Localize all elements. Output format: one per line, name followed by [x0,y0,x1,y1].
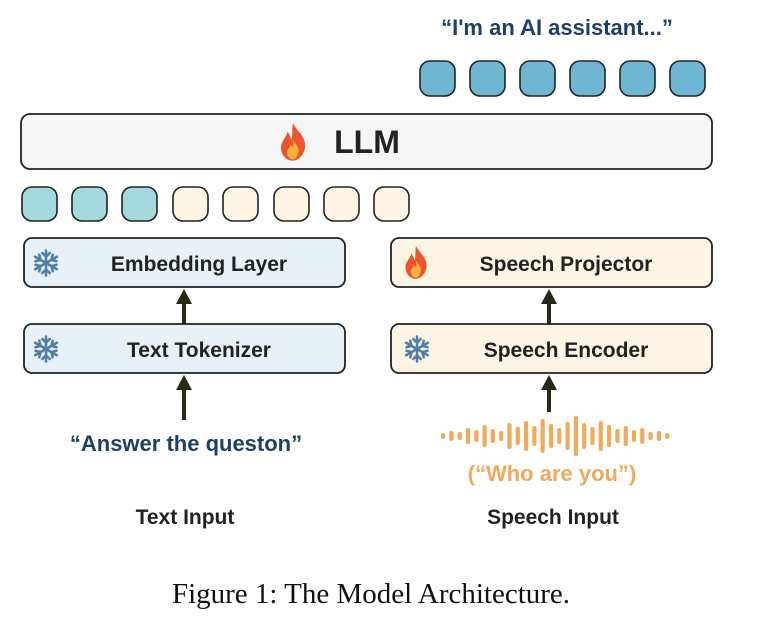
waveform-bar [490,429,495,443]
speech-token [373,186,410,222]
text-input-quote: “Answer the queston” [70,431,302,456]
waveform-bar [548,424,554,448]
speech-token [222,186,259,222]
speech-waveform-icon [441,416,670,456]
arrowhead [541,289,557,304]
arrowhead [541,375,557,390]
embedding-layer-label: Embedding Layer [111,253,287,276]
llm-block: LLM [20,113,713,170]
speech-token [273,186,310,222]
waveform-bar [465,428,471,444]
text-token [71,186,108,222]
speech-projector-label: Speech Projector [480,253,653,276]
text-branch: Embedding Layer Text Tokenizer “Answer t… [23,237,346,529]
speech-branch: Speech Projector Speech Encoder (“Who ar… [390,237,713,529]
waveform-bar [665,433,670,439]
figure-caption: Figure 1: The Model Architecture. [172,578,570,610]
waveform-bar [457,432,462,440]
embedding-layer-box [23,237,346,288]
text-tokenizer-box [23,323,346,374]
arrowhead [176,289,192,304]
input-tokens [21,186,410,222]
text-input-caption: Text Input [136,506,235,529]
waveform-bar [524,421,529,451]
speech-token [323,186,360,222]
speech-input-caption: Speech Input [487,506,619,529]
speech-encoder-box [390,323,713,374]
waveform-bar [482,425,487,447]
waveform-bar [573,416,578,456]
waveform-bar [499,431,504,441]
text-token [121,186,158,222]
speech-input-quote: (“Who are you”) [468,461,637,486]
waveform-bar [441,433,446,439]
speech-projector-box [390,237,713,288]
waveform-bar [582,423,587,449]
output-token [669,60,706,97]
output-token [419,60,456,97]
waveform-bar [474,430,479,442]
waveform-bar [590,427,595,445]
waveform-bar [557,428,562,444]
output-token [519,60,556,97]
output-tokens [419,60,706,97]
waveform-bar [631,430,637,442]
text-token [21,186,58,222]
waveform-bar [623,426,628,446]
output-token [469,60,506,97]
llm-label: LLM [334,124,400,160]
waveform-bar [648,432,653,440]
waveform-bar [656,431,661,441]
speech-encoder-label: Speech Encoder [484,339,649,362]
waveform-bar [532,426,537,446]
output-text: “I'm an AI assistant...” [441,15,673,40]
waveform-bar [540,419,545,453]
speech-token [172,186,209,222]
waveform-bar [607,425,612,447]
output-token [569,60,606,97]
output-token [619,60,656,97]
waveform-bar [565,422,570,450]
waveform-bar [449,431,454,441]
waveform-bar [598,421,603,451]
waveform-bar [515,427,520,445]
waveform-bar [640,428,645,444]
waveform-bar [615,429,620,443]
text-tokenizer-label: Text Tokenizer [127,339,271,362]
arrowhead [176,375,192,390]
waveform-bar [507,423,512,449]
